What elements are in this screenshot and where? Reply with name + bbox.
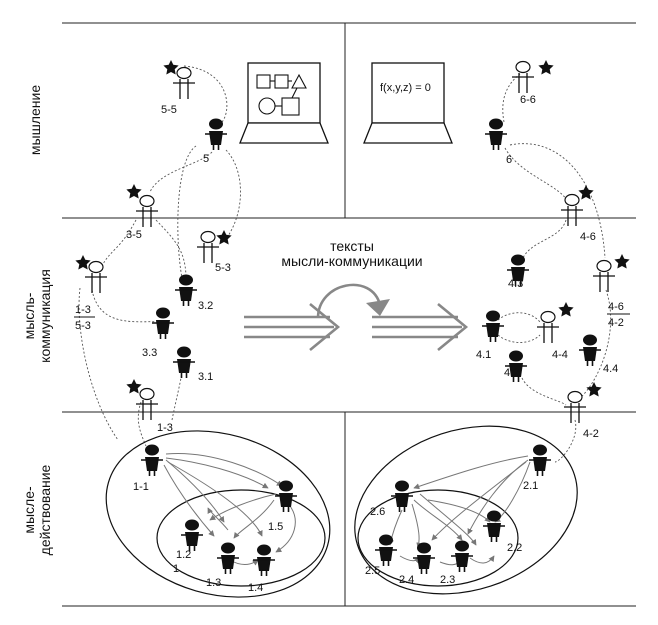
label-5: 5 — [203, 153, 209, 165]
person-1-3 — [135, 387, 159, 421]
person-4-1 — [481, 309, 505, 343]
triple-arrow-left — [244, 302, 341, 352]
label-6-6: 6-6 — [520, 94, 536, 106]
label-1: 1 — [173, 563, 179, 575]
label-3-3: 3.3 — [142, 347, 157, 359]
star-icon — [538, 60, 554, 75]
label-2-4: 2.4 — [399, 574, 414, 586]
person-1-4 — [252, 543, 276, 577]
person-4-4b — [578, 333, 602, 367]
row-title-thinking-text: мышление — [27, 85, 43, 155]
label-2-2: 2.2 — [507, 542, 522, 554]
label-2-5: 2.5 — [365, 565, 380, 577]
star-icon — [586, 382, 602, 397]
person-4-6-fraction — [592, 259, 616, 293]
label-5-5: 5-5 — [161, 104, 177, 116]
person-3-2 — [174, 273, 198, 307]
label-6: 6 — [506, 154, 512, 166]
action-group-left — [105, 430, 331, 598]
star-icon — [163, 60, 179, 75]
person-2-5 — [374, 533, 398, 567]
person-1-2 — [180, 518, 204, 552]
laptop-right: f(x,y,z) = 0 — [363, 62, 453, 144]
person-4-6 — [560, 193, 584, 227]
person-2-1 — [528, 443, 552, 477]
row-title-action-line1: мысле- — [21, 486, 37, 534]
label-3-5: 3-5 — [126, 229, 142, 241]
label-4-6: 4-6 — [580, 231, 596, 243]
person-1-3-fraction — [84, 260, 108, 294]
center-caption-line2: мысли-коммуникации — [281, 253, 422, 269]
star-icon — [558, 302, 574, 317]
laptop-left — [239, 62, 329, 144]
center-caption-line1: тексты — [330, 238, 374, 254]
star-icon — [126, 184, 142, 199]
label-5-3-denominator: 5-3 — [75, 320, 91, 332]
person-2-6 — [390, 479, 414, 513]
person-1-5 — [274, 479, 298, 513]
label-4-2: 4.2 — [504, 367, 519, 379]
label-1-5: 1.5 — [268, 521, 283, 533]
star-icon — [126, 379, 142, 394]
person-5-3 — [196, 230, 220, 264]
grid — [62, 22, 636, 607]
star-icon — [216, 230, 232, 245]
label-2-6: 2.6 — [370, 506, 385, 518]
person-2-4 — [412, 541, 436, 575]
row-title-communication-line1: мысль- — [21, 292, 37, 339]
person-1-3b — [216, 541, 240, 575]
label-3-2: 3.2 — [198, 300, 213, 312]
row-title-action-line2: действование — [37, 464, 53, 555]
person-3-1 — [172, 345, 196, 379]
label-1-4: 1.4 — [248, 582, 263, 594]
label-4-1: 4.1 — [476, 349, 491, 361]
person-1-1 — [140, 443, 164, 477]
label-4-4: 4-4 — [552, 349, 568, 361]
triple-arrow-right — [372, 302, 469, 352]
label-4-3: 4.3 — [508, 278, 523, 290]
person-4-4 — [536, 310, 560, 344]
person-3-3 — [151, 306, 175, 340]
label-2-3: 2.3 — [440, 574, 455, 586]
row-title-thinking: мышление — [27, 85, 43, 155]
label-4-6-numerator: 4-6 — [608, 301, 624, 313]
row-title-communication: мысль- коммуникация — [21, 269, 53, 363]
row-title-communication-line2: коммуникация — [37, 269, 53, 363]
label-3-1: 3.1 — [198, 371, 213, 383]
label-1-2: 1.2 — [176, 549, 191, 561]
action-group-right — [354, 425, 578, 595]
label-4-4b: 4.4 — [603, 363, 618, 375]
label-1-3b: 1.3 — [206, 577, 221, 589]
person-2-3 — [450, 539, 474, 573]
person-4-2b — [563, 390, 587, 424]
star-icon — [614, 254, 630, 269]
label-4-2-denominator: 4-2 — [608, 317, 624, 329]
person-6 — [484, 117, 508, 151]
formula-text: f(x,y,z) = 0 — [380, 82, 431, 94]
person-5 — [204, 117, 228, 151]
person-6-6 — [511, 60, 535, 94]
label-5-3: 5-3 — [215, 262, 231, 274]
flowchart-icon — [256, 73, 307, 116]
curved-arrow — [316, 283, 390, 319]
label-1-3: 1-3 — [157, 422, 173, 434]
star-icon — [75, 255, 91, 270]
person-5-5 — [172, 66, 196, 100]
label-2-1: 2.1 — [523, 480, 538, 492]
row-title-action: мысле- действование — [21, 464, 53, 555]
label-4-2b: 4-2 — [583, 428, 599, 440]
label-1-1: 1-1 — [133, 481, 149, 493]
label-1-3-numerator: 1-3 — [75, 304, 91, 316]
person-3-5 — [135, 194, 159, 228]
